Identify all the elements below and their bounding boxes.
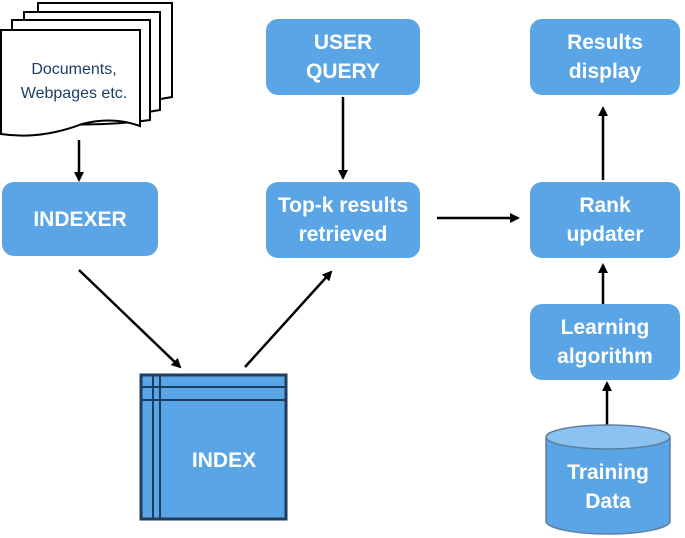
arrow-index-to-top-k xyxy=(244,270,333,368)
index-table-shape xyxy=(139,373,288,521)
user-query-box: USER QUERY xyxy=(266,19,420,95)
indexer-box: INDEXER xyxy=(2,182,158,256)
top-k-results-box: Top-k results retrieved xyxy=(266,182,420,258)
rank-updater-box: Rank updater xyxy=(530,182,680,258)
learning-algorithm-box: Learning algorithm xyxy=(530,304,680,380)
arrow-indexer-to-index xyxy=(78,269,182,369)
document-stack-shape xyxy=(0,2,173,137)
documents-label: Documents, Webpages etc. xyxy=(20,61,128,102)
training-data-cylinder-shape xyxy=(545,424,671,535)
training-data-label: Training Data xyxy=(567,461,649,513)
index-label: INDEX xyxy=(191,449,257,472)
results-display-box: Results display xyxy=(530,19,680,95)
